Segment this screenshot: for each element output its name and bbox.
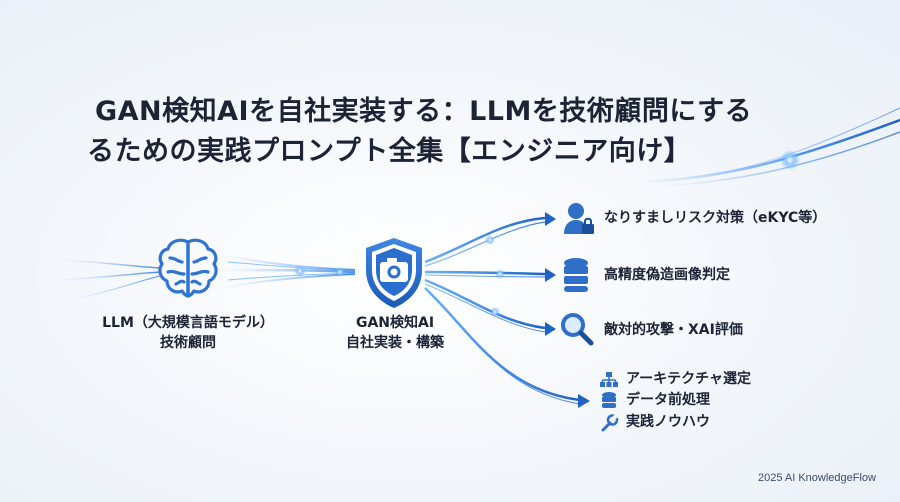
incoming-streams bbox=[54, 259, 161, 301]
brain-to-gan-streams bbox=[219, 254, 356, 289]
title-light-stream bbox=[639, 107, 900, 187]
sub-item-preprocessing: データ前処理 bbox=[626, 392, 710, 408]
title-line-1: GAN検知AIを自社実装する：LLMを技術顧問にする bbox=[95, 96, 753, 127]
sub-item-knowhow: 実践ノウハウ bbox=[626, 414, 710, 430]
output-item-spoofing: なりすましリスク対策（eKYC等） bbox=[604, 210, 827, 226]
page-title: GAN検知AIを自社実装する：LLMを技術顧問にする るための実践プロンプト全集… bbox=[87, 92, 835, 172]
output-item-adversarial: 敵対的攻撃・XAI評価 bbox=[604, 322, 743, 338]
shield-camera-icon bbox=[366, 238, 422, 308]
title-line-2: るための実践プロンプト全集【エンジニア向け】 bbox=[87, 136, 692, 167]
gan-label-line-1: GAN検知AI bbox=[355, 315, 435, 331]
llm-label-line-1: LLM（大規模言語モデル） bbox=[102, 315, 274, 331]
sub-item-architecture: アーキテクチャ選定 bbox=[626, 371, 752, 387]
user-lock-icon bbox=[564, 203, 594, 234]
output-item-forgery: 高精度偽造画像判定 bbox=[604, 267, 730, 283]
llm-node-label: LLM（大規模言語モデル） 技術顧問 bbox=[98, 313, 278, 353]
brain-icon bbox=[158, 238, 218, 298]
gan-label-line-2: 自社実装・構築 bbox=[346, 335, 444, 351]
database-icon bbox=[564, 258, 588, 292]
gan-to-outputs-streams bbox=[424, 212, 590, 408]
small-database-icon bbox=[602, 392, 616, 408]
wrench-icon bbox=[601, 414, 619, 432]
llm-label-line-2: 技術顧問 bbox=[160, 335, 216, 351]
magnifier-icon bbox=[561, 313, 594, 346]
gan-node-label: GAN検知AI 自社実装・構築 bbox=[325, 313, 465, 353]
hierarchy-icon bbox=[600, 372, 618, 387]
footer-brand: 2025 AI KnowledgeFlow bbox=[757, 472, 876, 484]
